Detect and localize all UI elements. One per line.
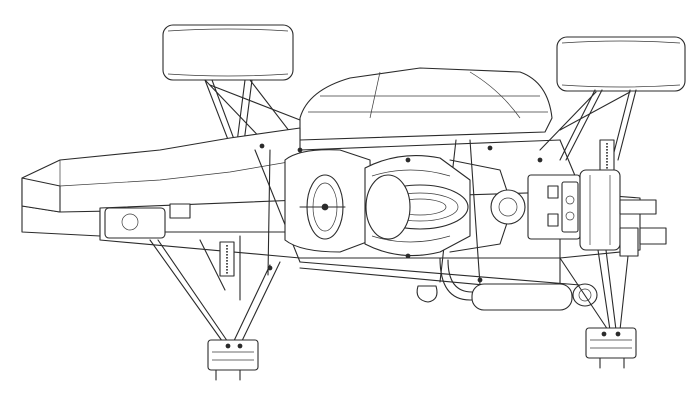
front-left-hub <box>207 339 259 381</box>
front-suspension <box>104 203 281 346</box>
rear-left-wheel <box>162 24 294 81</box>
engine-block <box>364 155 511 257</box>
gearbox <box>490 169 621 251</box>
cockpit <box>284 149 373 253</box>
rear-right-hub <box>585 327 637 369</box>
detail-fasteners <box>259 143 543 283</box>
rear-right-wheel <box>556 36 686 92</box>
engine-cover <box>299 67 553 141</box>
rear-right-suspension <box>539 89 637 173</box>
rear-uprights <box>559 199 667 331</box>
